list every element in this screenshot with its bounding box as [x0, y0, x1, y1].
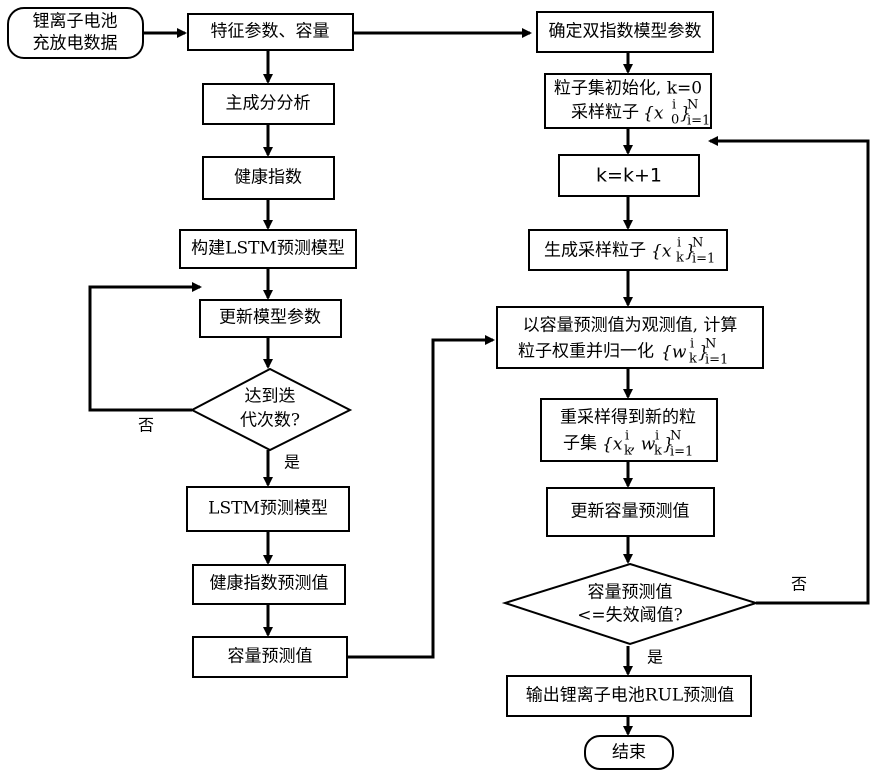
generate-particles-label: 生成采样粒子 — [544, 241, 646, 261]
double-exp-node: 确定双指数模型参数 — [537, 12, 713, 52]
particle-init-node: 粒子集初始化, k=0 采样粒子 {x i 0 } N i=1 — [545, 74, 711, 129]
label-yes-right: 是 — [647, 648, 663, 667]
iteration-decision: 达到迭 代次数? — [192, 369, 350, 450]
resample-node: 重采样得到新的粒 子集 {x i k , w i k } N i=1 — [541, 399, 717, 461]
output-rul-label: 输出锂离子电池RUL预测值 — [526, 686, 734, 706]
k-increment-label: k=k+1 — [596, 165, 662, 187]
update-capacity-label: 更新容量预测值 — [571, 502, 690, 522]
features-node: 特征参数、容量 — [188, 14, 353, 50]
start-line-1: 锂离子电池 — [33, 12, 118, 32]
start-node: 锂离子电池 充放电数据 — [8, 8, 143, 58]
lstm-model-label: LSTM预测模型 — [208, 499, 328, 519]
iteration-decision-line-2: 代次数? — [240, 411, 300, 431]
health-index-label: 健康指数 — [234, 168, 302, 188]
generate-particles-node: 生成采样粒子 {x i k } N i=1 — [529, 230, 727, 270]
arrow-cappred-to-weights — [347, 340, 493, 657]
update-capacity-node: 更新容量预测值 — [547, 488, 714, 536]
pca-label: 主成分分析 — [226, 94, 311, 114]
k-increment-node: k=k+1 — [559, 155, 699, 196]
capacity-prediction-node: 容量预测值 — [193, 637, 347, 677]
threshold-decision-line-1: 容量预测值 — [588, 583, 673, 603]
pca-node: 主成分分析 — [203, 84, 334, 124]
label-yes-left: 是 — [284, 453, 300, 472]
end-label: 结束 — [612, 743, 646, 763]
weight-calc-line-2: 粒子权重并归一化 — [518, 342, 654, 362]
features-label: 特征参数、容量 — [211, 22, 330, 42]
resample-line-2: 子集 — [563, 434, 597, 454]
build-lstm-node: 构建LSTM预测模型 — [180, 230, 356, 268]
output-rul-node: 输出锂离子电池RUL预测值 — [507, 676, 751, 716]
label-no-right: 否 — [791, 575, 807, 594]
capacity-prediction-label: 容量预测值 — [228, 647, 313, 667]
label-no-left: 否 — [138, 416, 154, 435]
double-exp-label: 确定双指数模型参数 — [549, 22, 702, 42]
loop-no-iteration — [90, 287, 200, 410]
iteration-decision-line-1: 达到迭 — [245, 387, 296, 407]
weight-calc-line-1: 以容量预测值为观测值, 计算 — [523, 316, 738, 336]
start-line-2: 充放电数据 — [33, 34, 118, 54]
health-index-node: 健康指数 — [203, 157, 334, 199]
resample-line-1: 重采样得到新的粒 — [560, 408, 696, 428]
connectors — [90, 33, 868, 734]
loop-no-threshold — [710, 141, 868, 603]
particle-init-line-2: 采样粒子 — [571, 103, 639, 123]
end-node: 结束 — [585, 736, 673, 769]
threshold-decision-line-2: <=失效阈值? — [577, 606, 683, 626]
build-lstm-label: 构建LSTM预测模型 — [191, 239, 345, 259]
hi-prediction-label: 健康指数预测值 — [210, 574, 329, 594]
lstm-model-node: LSTM预测模型 — [187, 487, 349, 531]
update-params-label: 更新模型参数 — [219, 308, 321, 328]
update-params-node: 更新模型参数 — [200, 300, 341, 337]
hi-prediction-node: 健康指数预测值 — [193, 565, 345, 604]
weight-calc-node: 以容量预测值为观测值, 计算 粒子权重并归一化 {w i k } N i=1 — [497, 307, 763, 368]
threshold-decision: 容量预测值 <=失效阈值? — [505, 564, 756, 644]
